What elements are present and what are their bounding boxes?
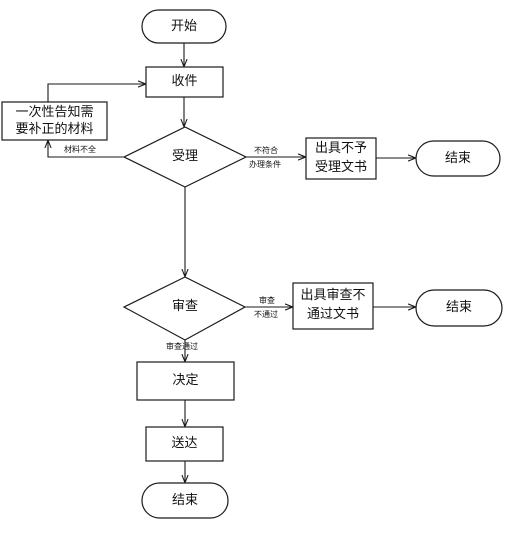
edge-label-materials-incomplete: 材料不全: [64, 145, 96, 154]
end-bottom-label: 结束: [171, 493, 198, 508]
notify-label-line2: 要补正的材料: [15, 122, 94, 137]
reject-accept-label-line2: 受理文书: [314, 160, 367, 175]
receive-label: 收件: [171, 74, 198, 89]
deliver-label: 送达: [171, 436, 198, 451]
end-bottom-terminal: [141, 482, 229, 519]
reject-review-label-line2: 通过文书: [306, 307, 359, 322]
decide-label: 决定: [172, 373, 199, 388]
end-top-terminal: [415, 140, 501, 177]
edge-label-review-fail-line2: 不通过: [254, 310, 278, 319]
reject-review-box: [292, 282, 374, 330]
reject-accept-label-line1: 出具不予: [314, 141, 367, 156]
reject-review-label-line1: 出具审查不: [300, 288, 366, 303]
edge-notify-receive: [47, 84, 145, 102]
notify-box: [1, 101, 108, 141]
accept-label: 受理: [171, 149, 198, 164]
review-label: 审查: [171, 299, 198, 314]
decide-box: [136, 361, 235, 401]
start-label: 开始: [170, 19, 197, 34]
end-mid-terminal: [415, 289, 503, 327]
end-mid-label: 结束: [445, 300, 472, 315]
reject-accept-box: [305, 137, 377, 180]
notify-label-line1: 一次性告知需: [15, 105, 94, 120]
deliver-box: [145, 426, 224, 462]
receive-box: [145, 66, 224, 98]
end-top-label: 结束: [444, 151, 471, 166]
edge-label-not-qualified-line1: 不符合: [254, 146, 278, 155]
edge-label-not-qualified-line2: 办理条件: [249, 160, 281, 169]
edge-label-review-fail-line1: 审查: [259, 296, 275, 305]
edge-accept-notify: [48, 141, 124, 158]
edge-label-review-pass: 审查通过: [166, 342, 198, 351]
